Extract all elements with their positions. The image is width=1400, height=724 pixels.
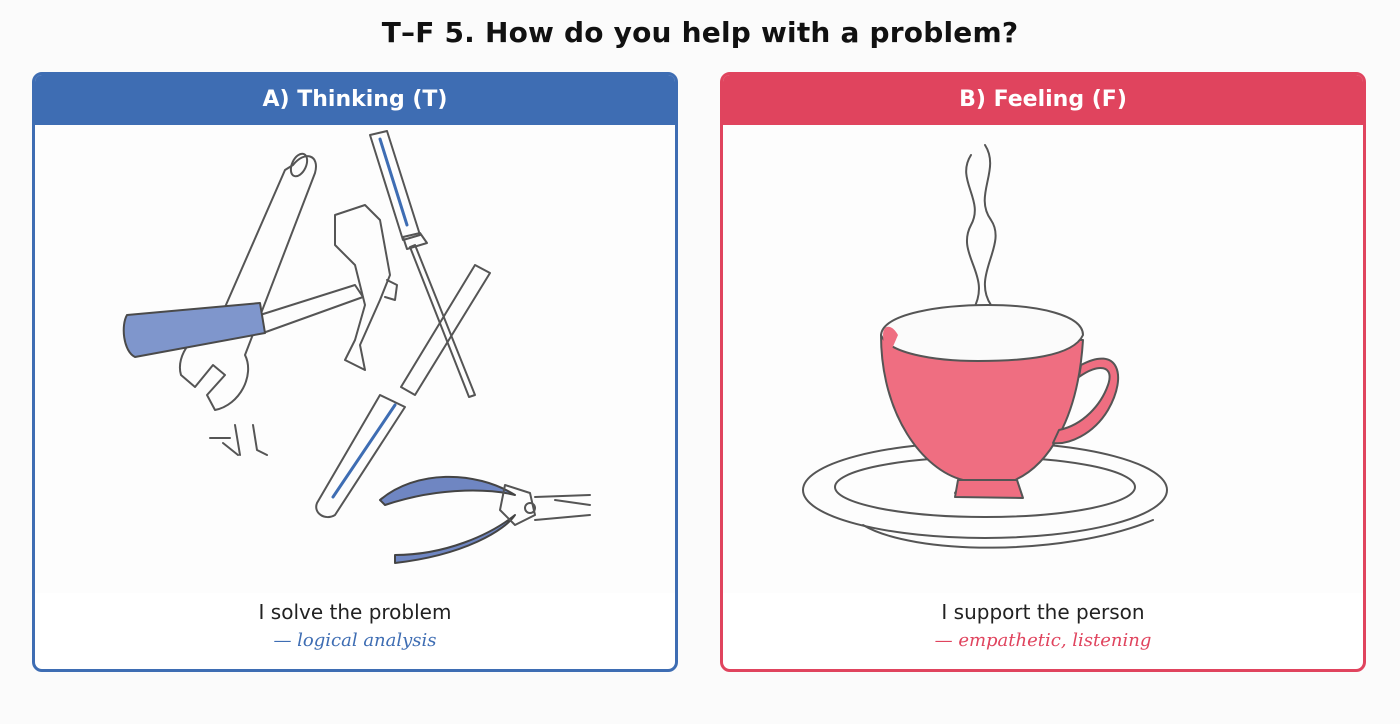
option-b-text: I support the person: [941, 600, 1145, 624]
page-title: T–F 5. How do you help with a problem?: [381, 16, 1019, 49]
option-a-heading: A) Thinking (T): [35, 75, 675, 125]
tools-icon: [35, 125, 675, 593]
option-a-text: I solve the problem: [258, 600, 452, 624]
option-a-subtext: — logical analysis: [273, 630, 437, 651]
option-b-heading: B) Feeling (F): [723, 75, 1363, 125]
teacup-icon: [723, 125, 1363, 593]
option-b-card[interactable]: B) Feeling (F) I support the person — em…: [720, 72, 1366, 672]
option-b-subtext: — empathetic, listening: [934, 630, 1152, 651]
option-a-card[interactable]: A) Thinking (T): [32, 72, 678, 672]
option-b-caption: I support the person — empathetic, liste…: [723, 600, 1363, 651]
option-a-caption: I solve the problem — logical analysis: [35, 600, 675, 651]
